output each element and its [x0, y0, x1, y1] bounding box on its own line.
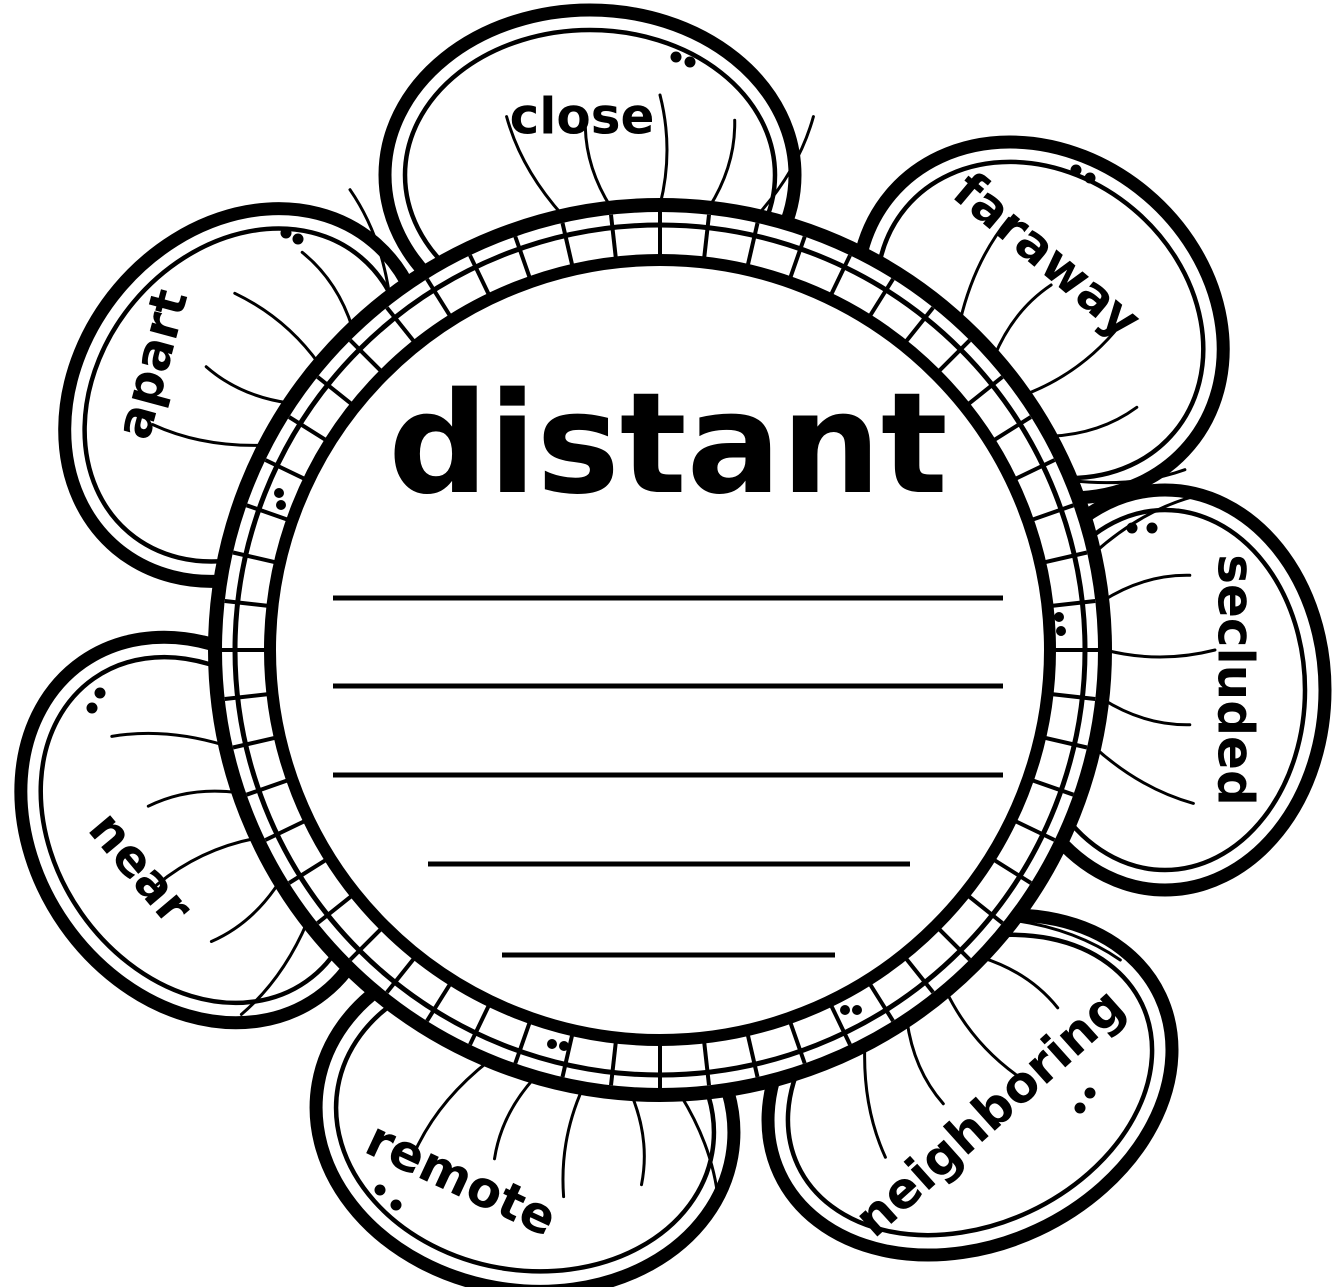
decorative-dot — [1075, 1103, 1086, 1114]
petal-word-secluded: secluded — [1207, 554, 1265, 806]
decorative-dot — [1085, 1088, 1096, 1099]
decorative-dot — [685, 57, 696, 68]
center-circle: distant — [215, 205, 1105, 1095]
decorative-dot — [95, 688, 106, 699]
decorative-dot — [1127, 523, 1138, 534]
center-word: distant — [388, 363, 948, 526]
decorative-dot — [293, 234, 304, 245]
decorative-dot — [375, 1185, 386, 1196]
decorative-dot — [281, 228, 292, 239]
petal-word-close: close — [510, 88, 655, 146]
decorative-dot — [1085, 173, 1096, 184]
decorative-dot — [391, 1200, 402, 1211]
decorative-dot — [1147, 523, 1158, 534]
decorative-dot — [87, 703, 98, 714]
decorative-dot — [1071, 165, 1082, 176]
decorative-dot — [671, 52, 682, 63]
